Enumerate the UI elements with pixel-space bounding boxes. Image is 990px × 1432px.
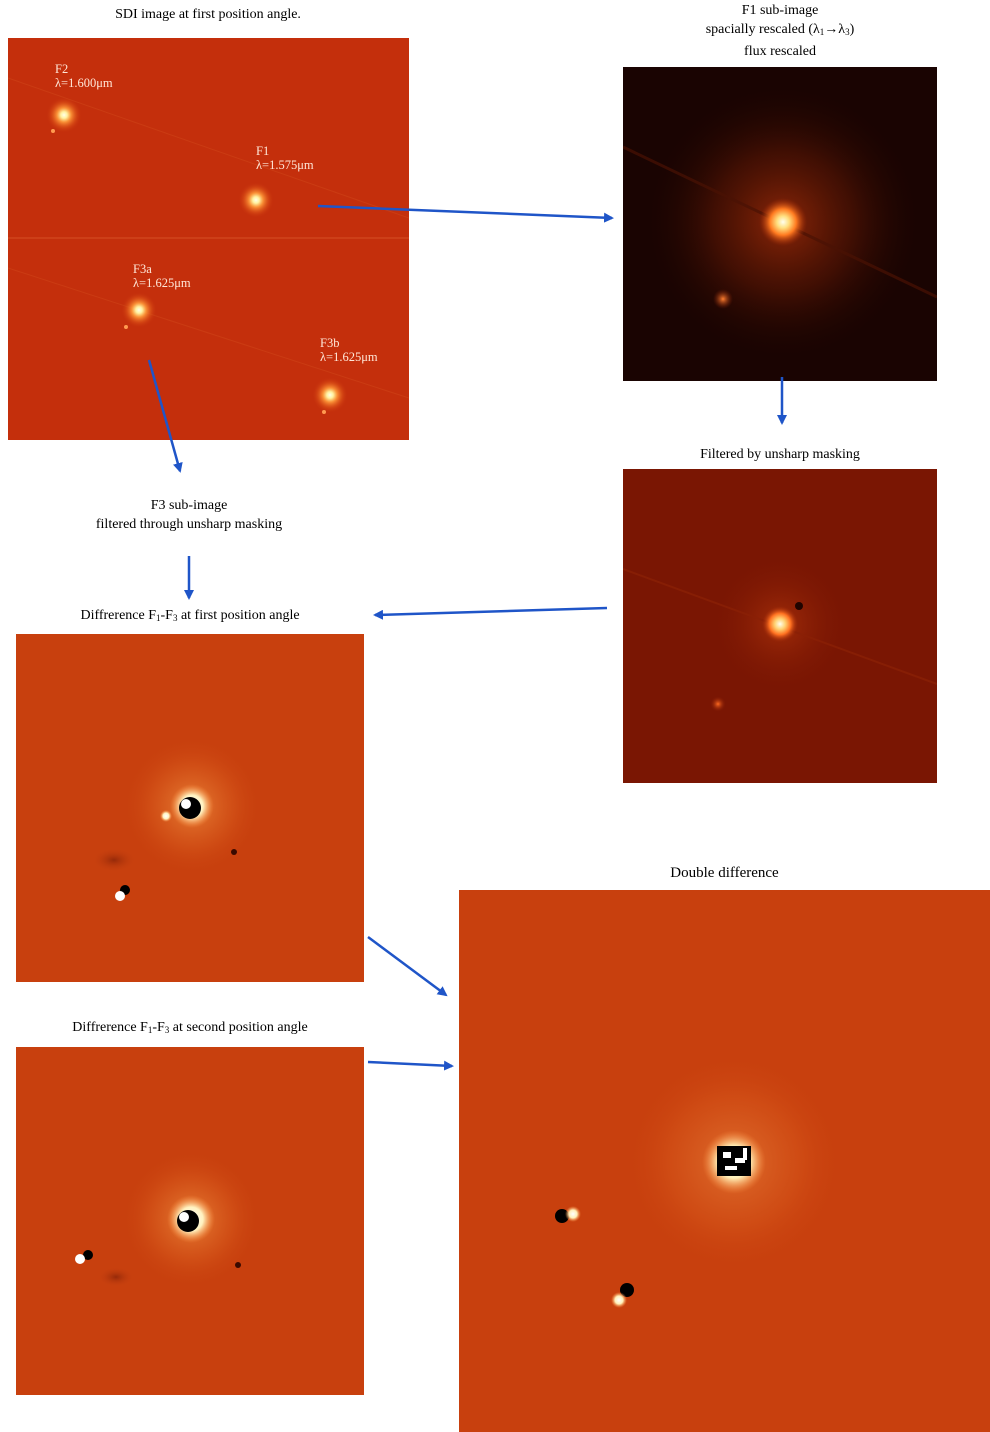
caption-difference-second: Diffrerence F1-F3 at second position ang… bbox=[72, 1020, 308, 1035]
dd-companion1-bright bbox=[565, 1206, 581, 1222]
caption-f3-line1: F3 sub-image bbox=[150, 498, 228, 513]
sdi-star-f3b bbox=[312, 377, 348, 413]
sdi-star-f1 bbox=[238, 182, 274, 218]
caption-sdi-image: SDI image at first position angle. bbox=[115, 7, 301, 22]
filtered-companion bbox=[710, 696, 726, 712]
caption-filtered: Filtered by unsharp masking bbox=[700, 447, 860, 462]
difference-first-angle bbox=[16, 634, 364, 982]
arrow-filtered-to-difference bbox=[373, 606, 608, 620]
diff2-companion-dark bbox=[83, 1250, 93, 1260]
difference-second-angle bbox=[16, 1047, 364, 1395]
f1-star-core bbox=[759, 198, 807, 246]
diff2-center bbox=[177, 1210, 199, 1232]
arrow-diff1-to-double bbox=[367, 935, 448, 997]
caption-f1-line3: flux rescaled bbox=[744, 44, 816, 59]
filtered-image bbox=[623, 469, 937, 783]
caption-double-difference: Double difference bbox=[670, 865, 779, 881]
double-difference bbox=[459, 890, 990, 1432]
f1-companion bbox=[713, 289, 733, 309]
diff1-companion-bright bbox=[115, 891, 125, 901]
f1-subimage bbox=[623, 67, 937, 381]
diff1-center bbox=[179, 797, 201, 819]
caption-f1-subimage: F1 sub-image spacially rescaled (λ1→λ3) … bbox=[623, 1, 937, 61]
sdi-star-f3a bbox=[121, 292, 157, 328]
caption-f1-line2: spacially rescaled (λ1→λ3) bbox=[705, 22, 855, 37]
caption-f1-line1: F1 sub-image bbox=[741, 3, 819, 18]
caption-f3-line2: filtered through unsharp masking bbox=[95, 517, 283, 532]
arrow-diff2-to-double bbox=[367, 1060, 454, 1071]
filtered-star-core bbox=[762, 606, 798, 642]
sdi-star-f2 bbox=[46, 97, 82, 133]
caption-f3-subimage: F3 sub-image filtered through unsharp ma… bbox=[39, 496, 339, 534]
dd-companion2-bright bbox=[611, 1292, 627, 1308]
diff2-companion-bright bbox=[75, 1254, 85, 1264]
caption-difference-first: Diffrerence F1-F3 at first position angl… bbox=[80, 608, 300, 623]
